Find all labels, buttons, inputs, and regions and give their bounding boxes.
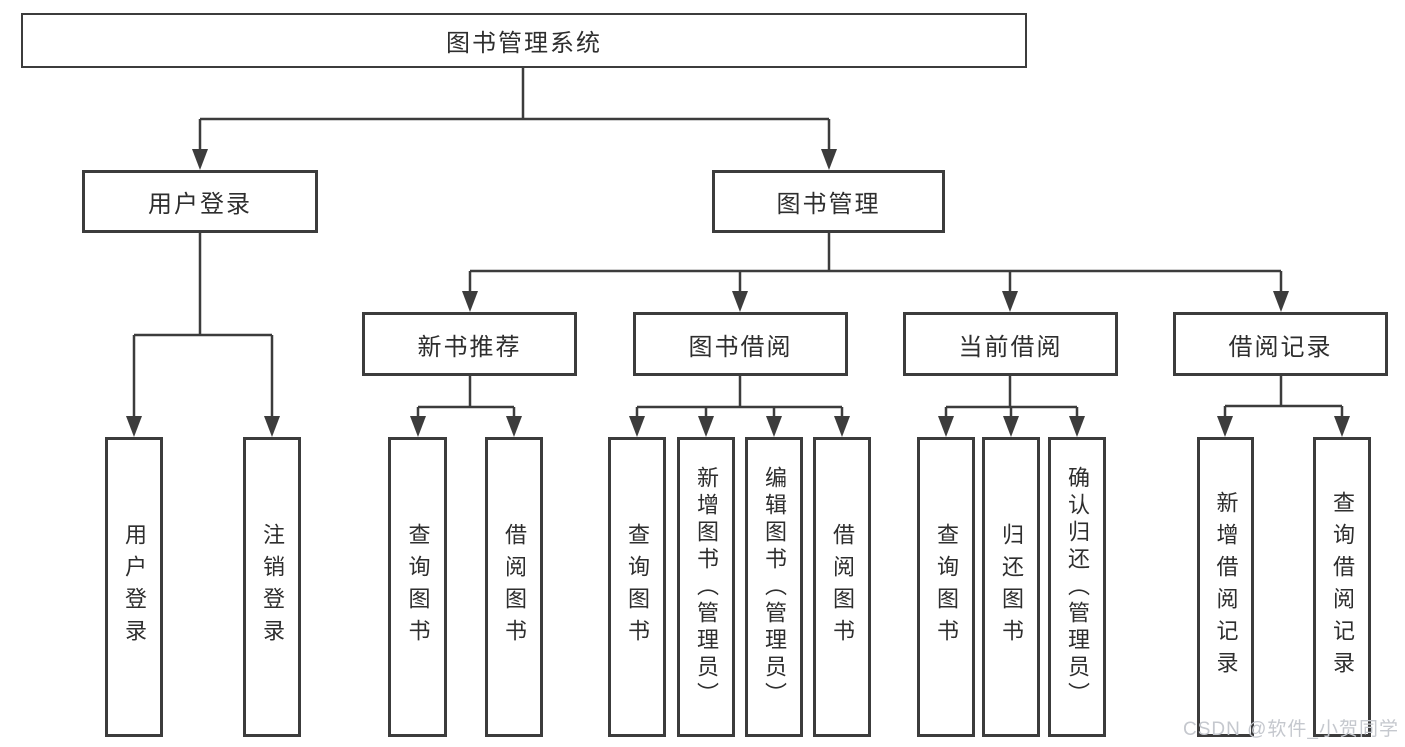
- csdn-watermark: CSDN @软件_小贺同学: [1183, 719, 1399, 740]
- leaf-return-book: 归还图书: [982, 437, 1040, 737]
- node-label: 图书管理: [776, 191, 881, 218]
- node-label: 新增图书（管理员）: [694, 465, 719, 709]
- node-label: 图书管理系统: [446, 30, 602, 57]
- node-book-borrowing: 图书借阅: [633, 312, 848, 376]
- node-label: 确认归还（管理员）: [1065, 465, 1090, 709]
- node-current-borrowing: 当前借阅: [903, 312, 1118, 376]
- node-label: 查询借阅记录: [1330, 491, 1355, 683]
- leaf-edit-book-admin: 编辑图书（管理员）: [745, 437, 803, 737]
- node-label: 新增借阅记录: [1213, 491, 1239, 683]
- leaf-query-books-recommend: 查询图书: [388, 437, 447, 737]
- node-label: 新书推荐: [417, 333, 522, 361]
- node-borrowing-records: 借阅记录: [1173, 312, 1388, 376]
- leaf-logout: 注销登录: [243, 437, 301, 737]
- leaf-add-borrow-record: 新增借阅记录: [1197, 437, 1254, 737]
- node-label: 归还图书: [999, 523, 1024, 651]
- node-book-management-system: 图书管理系统: [21, 13, 1027, 68]
- leaf-query-books-borrow: 查询图书: [608, 437, 666, 737]
- leaf-borrow-books-recommend: 借阅图书: [485, 437, 543, 737]
- leaf-query-borrow-record: 查询借阅记录: [1313, 437, 1371, 737]
- node-label: 查询图书: [625, 523, 650, 651]
- node-label: 当前借阅: [958, 333, 1063, 361]
- node-label: 借阅图书: [830, 523, 855, 651]
- leaf-query-books-current: 查询图书: [917, 437, 975, 737]
- leaf-user-login: 用户登录: [105, 437, 163, 737]
- node-new-book-recommend: 新书推荐: [362, 312, 577, 376]
- leaf-borrow-books: 借阅图书: [813, 437, 871, 737]
- node-label: 查询图书: [405, 523, 431, 651]
- node-book-management: 图书管理: [712, 170, 945, 233]
- leaf-confirm-return-admin: 确认归还（管理员）: [1048, 437, 1106, 737]
- node-label: 查询图书: [934, 523, 959, 651]
- node-label: 用户登录: [148, 191, 252, 218]
- node-label: 注销登录: [260, 523, 285, 651]
- node-label: 图书借阅: [688, 333, 793, 361]
- node-user-login: 用户登录: [82, 170, 318, 233]
- node-label: 编辑图书（管理员）: [762, 465, 787, 709]
- node-label: 借阅图书: [502, 523, 527, 651]
- leaf-add-book-admin: 新增图书（管理员）: [677, 437, 735, 737]
- node-label: 用户登录: [122, 523, 147, 651]
- node-label: 借阅记录: [1228, 333, 1333, 361]
